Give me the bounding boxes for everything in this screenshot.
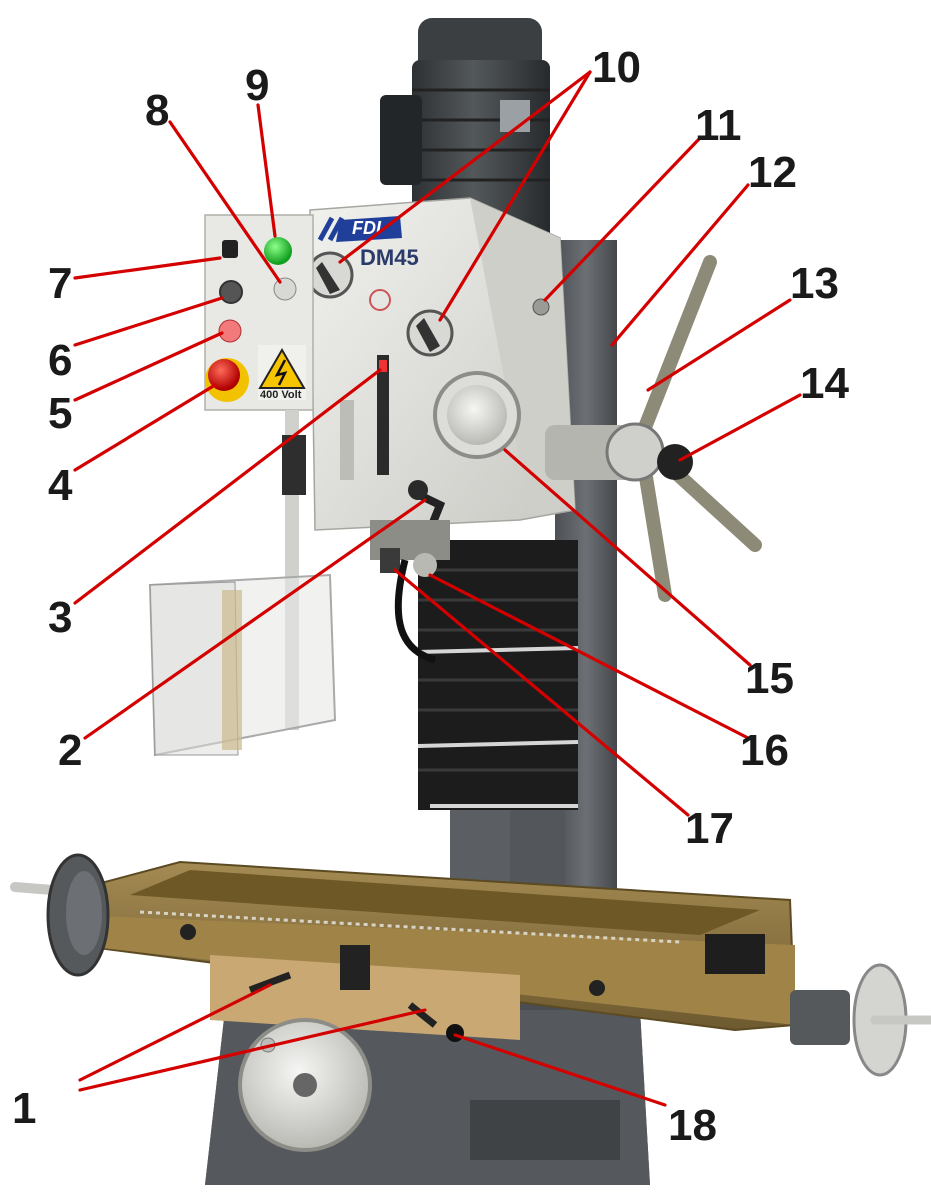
column-bellows <box>417 540 579 810</box>
fine-feed-levers <box>545 255 762 602</box>
leader-2 <box>83 498 427 740</box>
leader-7 <box>73 256 222 280</box>
leader-4 <box>73 383 217 472</box>
leader-5 <box>73 331 224 402</box>
callout-17: 17 <box>685 804 734 853</box>
leader-14 <box>678 393 802 462</box>
callout-10: 10 <box>592 43 641 92</box>
callout-14: 14 <box>800 359 849 408</box>
callout-16: 16 <box>740 726 789 775</box>
table-handwheels <box>10 853 931 1152</box>
callout-12: 12 <box>748 148 797 197</box>
callout-7: 7 <box>48 259 72 308</box>
callout-18: 18 <box>668 1101 717 1150</box>
leader-17 <box>393 568 690 817</box>
leader-1a <box>78 983 272 1082</box>
callout-6: 6 <box>48 336 72 385</box>
callout-2: 2 <box>58 726 82 775</box>
callout-3: 3 <box>48 593 72 642</box>
leader-12 <box>610 183 750 347</box>
leader-9 <box>256 103 277 238</box>
worktable <box>74 860 797 1042</box>
callout-13: 13 <box>790 259 839 308</box>
leader-3 <box>73 368 382 605</box>
leader-16 <box>428 573 750 740</box>
leader-18 <box>453 1033 667 1107</box>
leader-1b <box>78 1008 427 1092</box>
voltage-label: 400 Volt <box>260 389 302 401</box>
callout-11: 11 <box>695 101 742 150</box>
leader-15 <box>503 448 752 667</box>
callout-9: 9 <box>245 61 269 110</box>
leader-13 <box>646 298 792 392</box>
callout-1: 1 <box>12 1084 36 1133</box>
leader-10b <box>438 70 592 322</box>
control-panel: 400 Volt <box>204 214 314 730</box>
callout-4: 4 <box>48 461 73 510</box>
callout-8: 8 <box>145 86 169 135</box>
chip-guard <box>148 573 337 757</box>
leader-lines <box>73 70 802 1107</box>
machine-illustration: FDI DM45 <box>10 18 931 1185</box>
leader-10a <box>338 70 592 264</box>
leader-11 <box>543 136 702 302</box>
model-label: DM45 <box>360 245 419 270</box>
callout-15: 15 <box>745 654 794 703</box>
leader-8 <box>168 120 282 284</box>
leader-6 <box>73 296 224 347</box>
brand-label: FDI <box>352 218 382 238</box>
callout-5: 5 <box>48 389 72 438</box>
callout-numbers: 1 2 3 4 5 6 7 8 9 10 11 12 13 14 15 16 1… <box>12 43 849 1150</box>
